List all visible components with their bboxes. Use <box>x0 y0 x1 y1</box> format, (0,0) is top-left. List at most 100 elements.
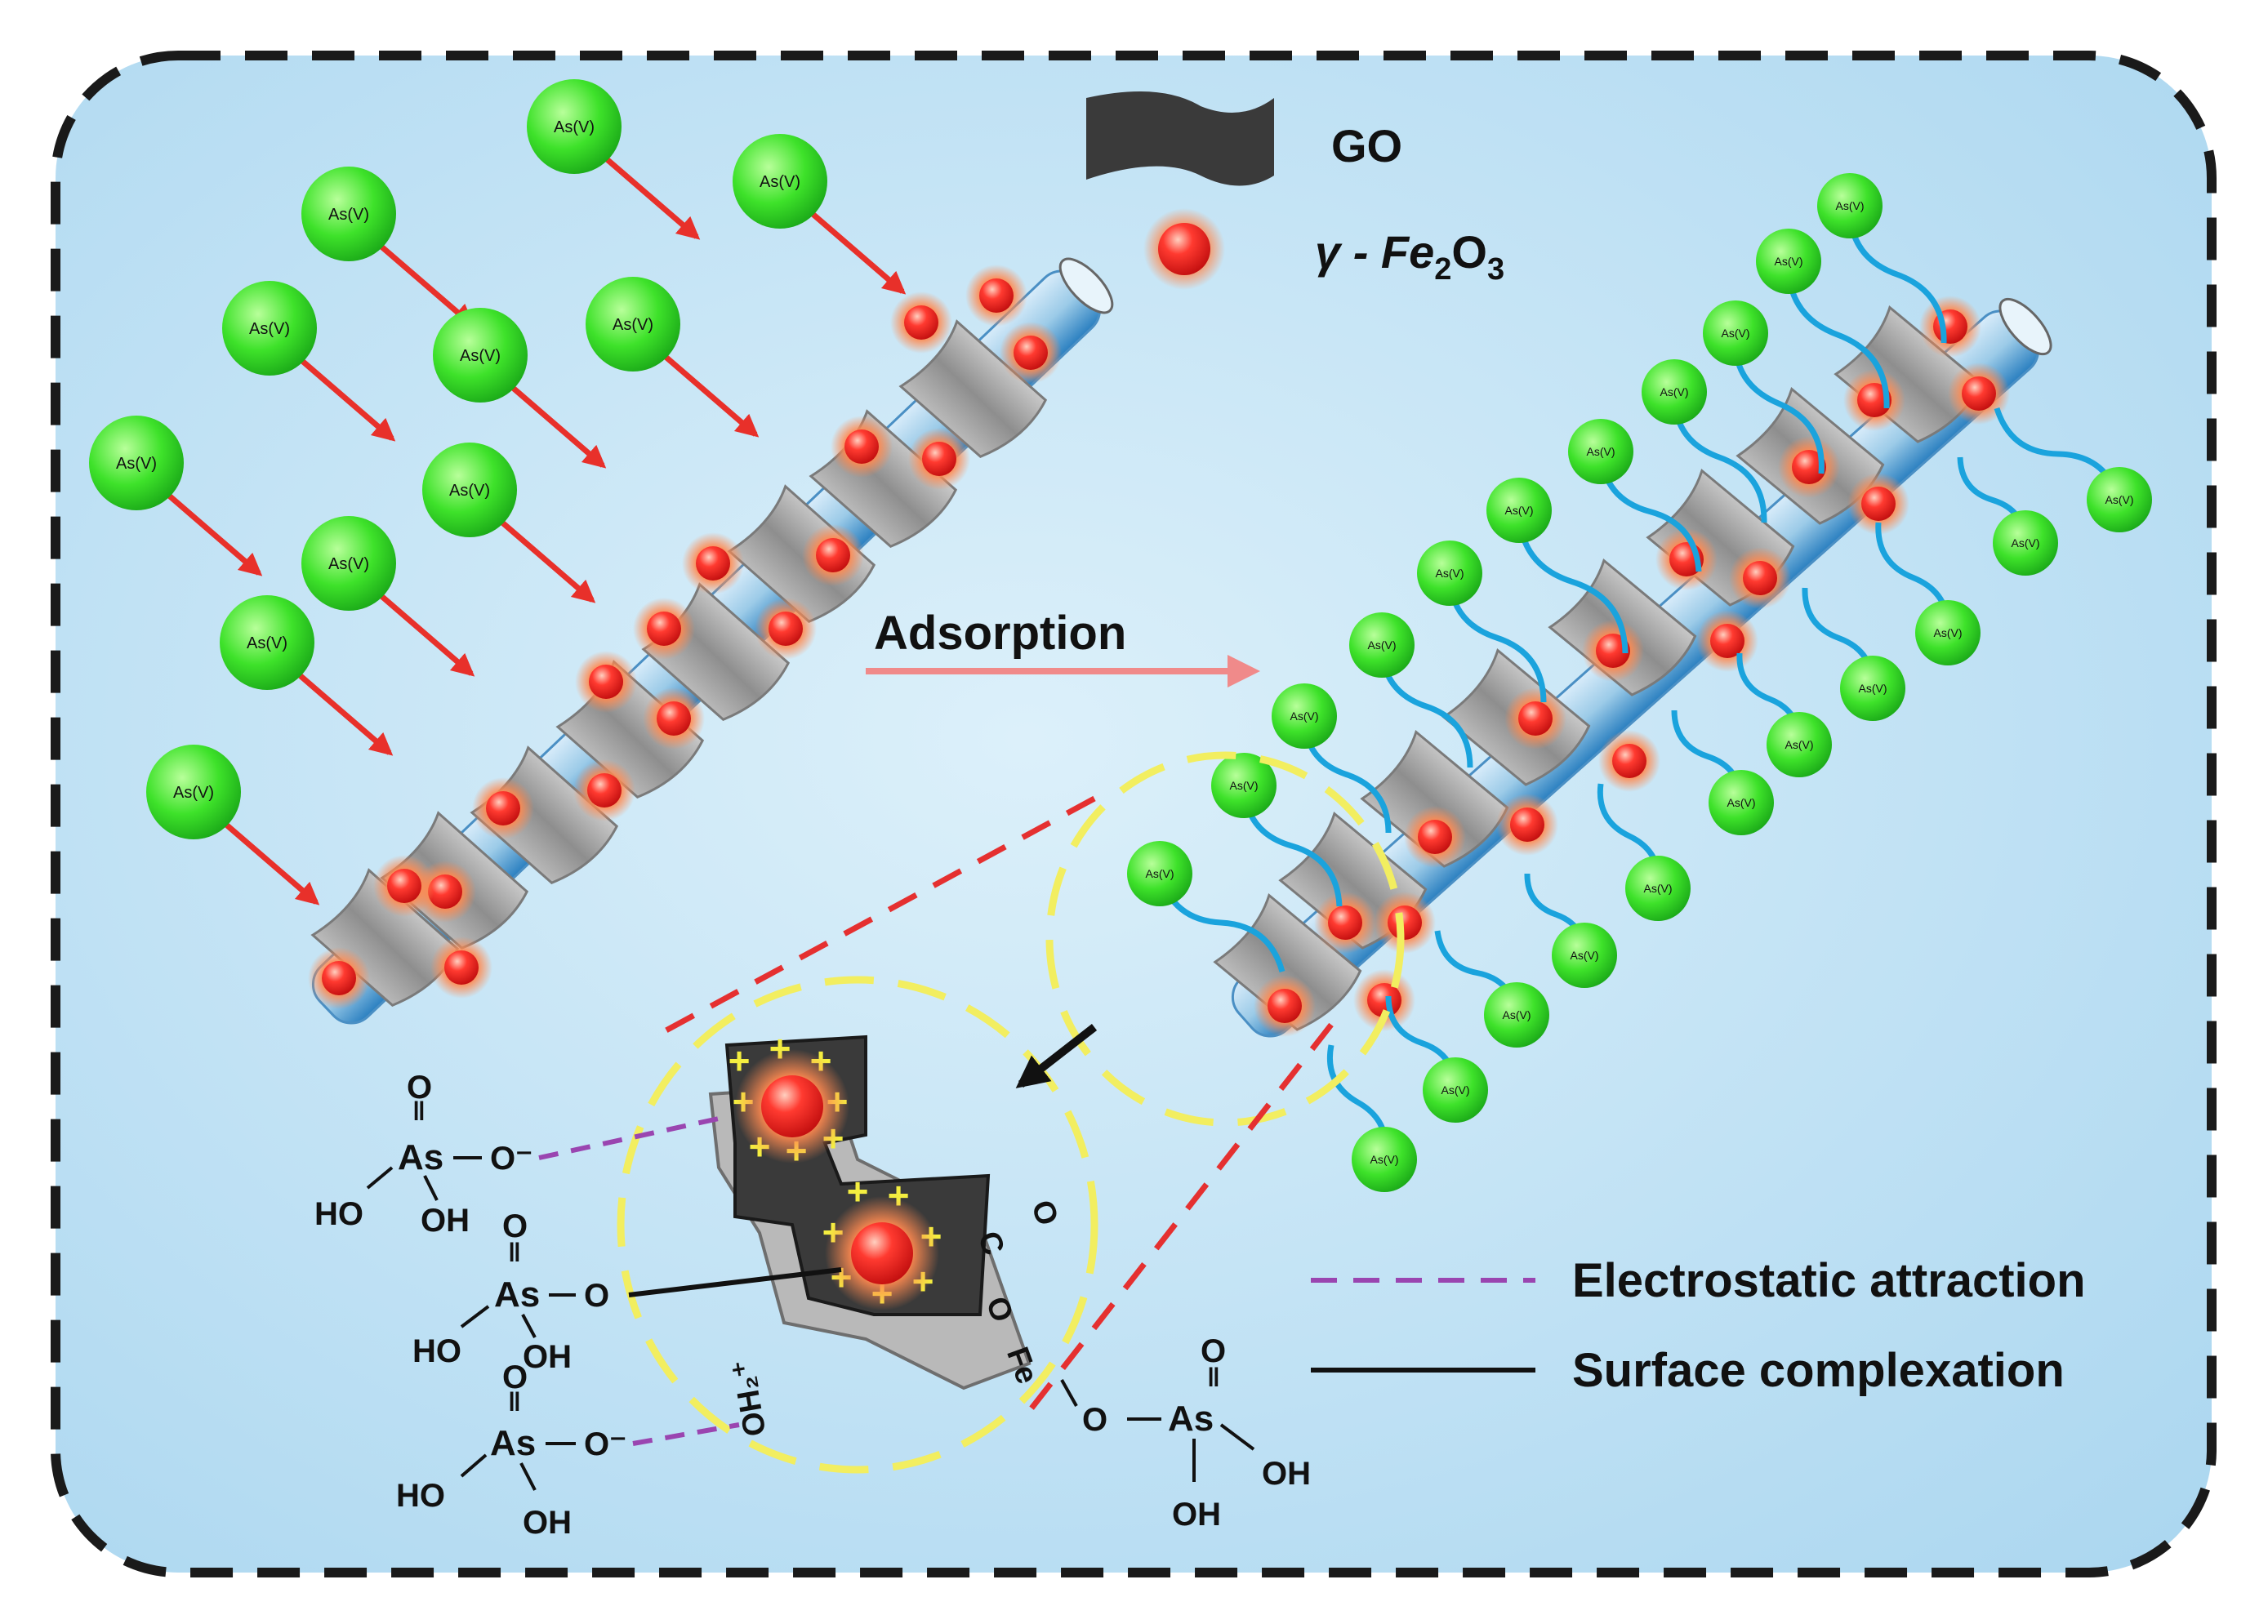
arsenate-ball <box>1127 841 1192 906</box>
fe2o3-particle <box>696 546 730 581</box>
arsenate-3-ho: HO <box>396 1478 445 1514</box>
fe2o3-particle <box>1518 701 1553 736</box>
arsenate-4-oh-bottom: OH <box>1172 1497 1221 1533</box>
fe2o3-particle <box>1612 744 1646 778</box>
arsenate-label: As(V) <box>328 206 369 224</box>
arsenate-ball <box>527 79 622 174</box>
fe2o3-particle <box>1418 820 1452 854</box>
arsenate-label: As(V) <box>1290 710 1319 723</box>
arsenate-1-oh: OH <box>421 1203 470 1239</box>
fe2o3-particle <box>387 869 421 903</box>
arsenate-label: As(V) <box>554 118 595 136</box>
arsenate-1-o-minus: O⁻ <box>490 1141 532 1177</box>
approach-arrow <box>500 520 596 603</box>
left-nanotube-before <box>308 257 1114 1025</box>
nanotube-end <box>1998 297 2052 356</box>
arsenate-label: As(V) <box>449 482 490 500</box>
approach-arrow <box>379 244 475 327</box>
fe2o3-particle <box>647 612 681 646</box>
double-bond-mark: ‖ <box>1207 1363 1220 1392</box>
dashed-border-panel <box>51 51 2217 1577</box>
arsenate-3-double-o: O <box>502 1359 528 1395</box>
free-arsenate-group: As(V)As(V)As(V)As(V)As(V)As(V)As(V)As(V)… <box>89 79 907 905</box>
approach-arrow <box>663 354 760 438</box>
go-sheet-legend-icon <box>1086 91 1274 186</box>
fe2o3-particle <box>1367 983 1401 1017</box>
arsenate-ball <box>433 308 528 403</box>
zoom-connector-bottom <box>1023 1022 1334 1419</box>
arsenate-ball <box>1767 712 1832 777</box>
arsenate-ball <box>2087 467 2152 532</box>
legend-fe2o3-mid: O <box>1451 226 1487 278</box>
arsenate-label: As(V) <box>1230 779 1259 792</box>
arsenate-ball <box>1915 600 1981 665</box>
fe2o3-particle <box>657 701 691 736</box>
arsenate-label: As(V) <box>1644 882 1673 895</box>
fe2o3-particle <box>428 874 462 909</box>
mechanism-legend: Electrostatic attraction Surface complex… <box>1311 1254 2086 1397</box>
arsenate-label: As(V) <box>1660 385 1689 398</box>
arsenate-label: As(V) <box>1836 199 1865 212</box>
zoom-detail-circle <box>617 976 1098 1474</box>
fe2o3-particle <box>1962 376 1996 411</box>
arsenate-2-ho: HO <box>412 1333 461 1369</box>
fe2o3-legend-icon <box>1158 223 1210 275</box>
bond <box>1060 1379 1078 1407</box>
fe2o3-particle <box>589 665 623 699</box>
zoom-callout <box>617 751 1405 1474</box>
arsenate-ball <box>301 167 396 261</box>
arsenate-1-double-o: O <box>407 1070 432 1106</box>
double-bond-mark: ‖ <box>508 1387 521 1417</box>
zoom-pointer-arrow <box>1015 1024 1098 1088</box>
arsenate-label: As(V) <box>1368 638 1397 652</box>
complexation-line <box>628 1267 842 1297</box>
zoom-source-circle <box>1045 751 1405 1127</box>
arsenate-label: As(V) <box>613 316 653 334</box>
arsenate-ball <box>1703 300 1768 366</box>
bond <box>423 1175 439 1201</box>
arsenate-label: As(V) <box>247 634 287 652</box>
arsenate-label: As(V) <box>1722 327 1750 340</box>
arsenate-label: As(V) <box>1859 682 1887 695</box>
fe2o3-particle <box>1792 450 1826 484</box>
arsenate-4-o: O <box>1082 1402 1107 1438</box>
arsenate-ball <box>1756 229 1821 294</box>
arsenate-label: As(V) <box>1146 867 1174 880</box>
arsenate-ball <box>1417 541 1482 606</box>
arsenate-1-ho: HO <box>314 1196 363 1232</box>
legend-go-label: GO <box>1331 120 1402 171</box>
arsenate-ball <box>1352 1127 1417 1192</box>
arsenate-label: As(V) <box>1370 1153 1399 1166</box>
arsenate-ball <box>146 745 241 839</box>
approach-arrow <box>379 594 475 677</box>
bond <box>460 1305 490 1328</box>
adsorbed-arsenate-group: As(V) As(V) As(V) As(V) As(V) As(V) As(V) As(V)… <box>1127 173 2152 1192</box>
zoom-detail: +++++++++++++++ <box>708 1027 1032 1390</box>
fe2o3-particle <box>979 278 1014 313</box>
arsenate-ball <box>422 443 517 537</box>
double-bond-mark: ‖ <box>508 1238 521 1267</box>
arsenate-label: As(V) <box>1934 626 1963 639</box>
fe2o3-particle <box>1743 561 1777 595</box>
arsenate-2-o: O <box>584 1278 609 1314</box>
arsenate-label: As(V) <box>1571 949 1599 962</box>
go-sheet-wrap <box>1360 729 1509 868</box>
arsenate-3-oh: OH <box>523 1505 572 1541</box>
arsenate-ball <box>1840 656 1905 721</box>
fe2o3-particle <box>904 305 938 340</box>
arsenate-ball <box>1709 770 1774 835</box>
zoom-connector-top <box>660 795 1096 1036</box>
arsenate-ball <box>1484 982 1549 1048</box>
arsenate-ball <box>1993 510 2058 576</box>
arsenate-4-as: As <box>1168 1399 1214 1439</box>
fe2o3-particle <box>851 1222 913 1284</box>
arsenate-ball <box>220 595 314 690</box>
arsenate-4-oh-right: OH <box>1262 1456 1311 1492</box>
complexation-legend-label: Surface complexation <box>1572 1344 2065 1397</box>
arsenate-ball <box>89 416 184 510</box>
legend-fe2o3-sub2: 3 <box>1487 252 1504 287</box>
fe2o3-particle <box>1510 808 1544 842</box>
arsenate-label: As(V) <box>1505 504 1534 517</box>
